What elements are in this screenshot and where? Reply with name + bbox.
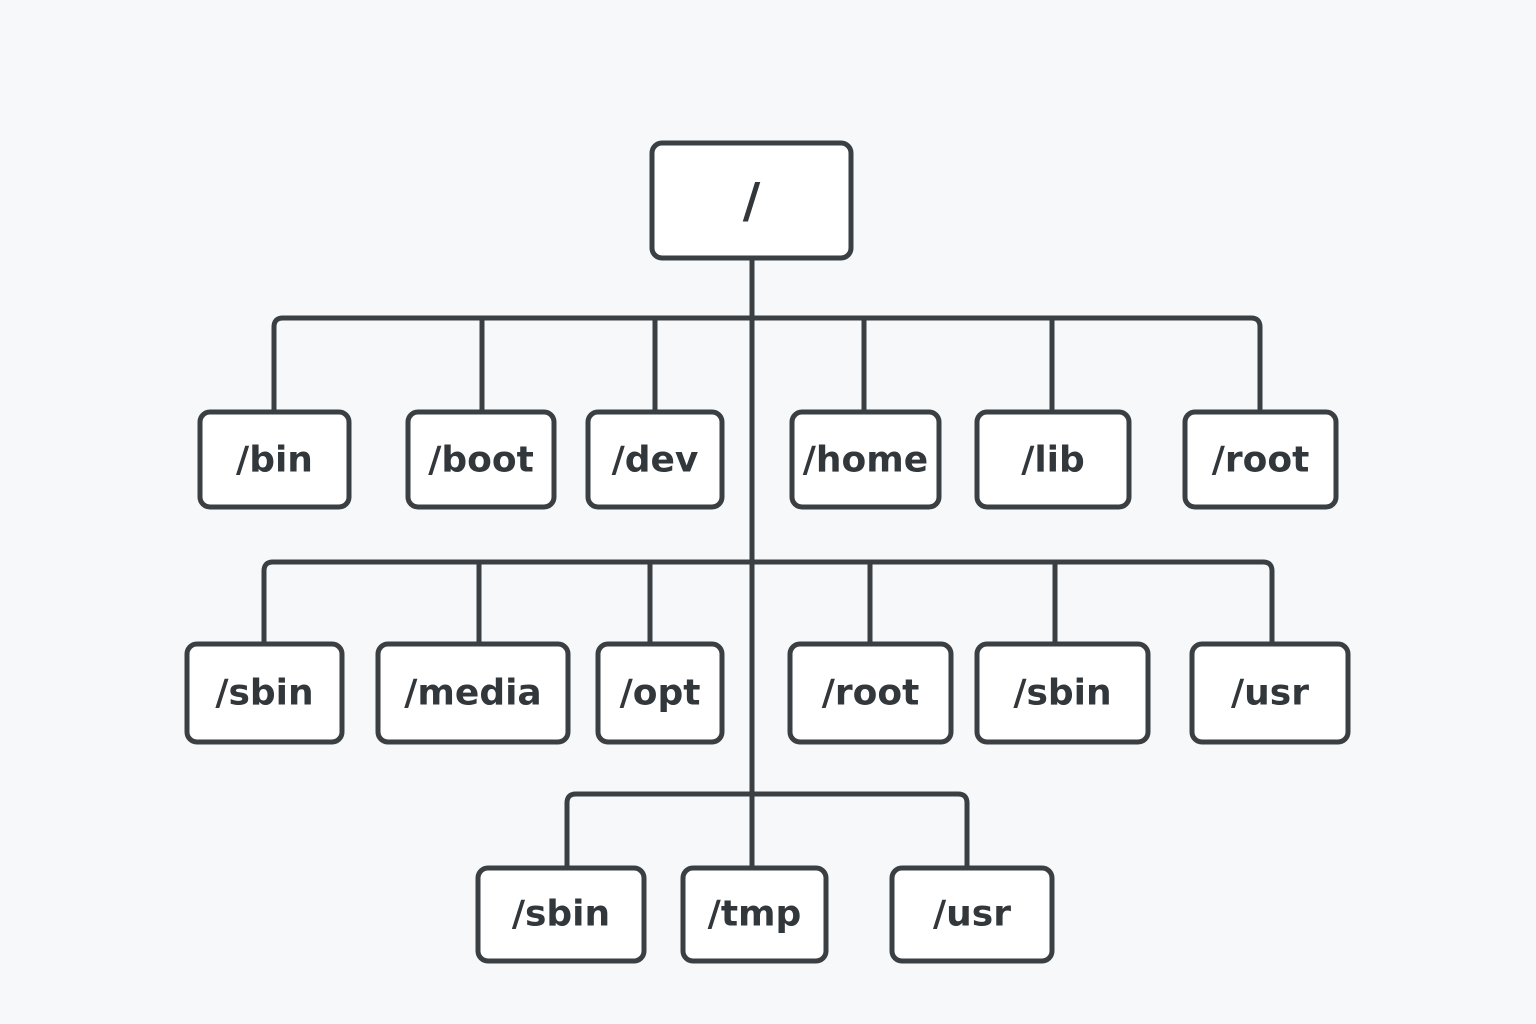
- directory-node-sbin: /sbin: [475, 865, 647, 964]
- row-3-branch: [564, 791, 970, 871]
- node-label: /bin: [236, 440, 313, 481]
- directory-node-opt: /opt: [595, 641, 725, 745]
- directory-node-usr: /usr: [889, 865, 1055, 964]
- directory-node-lib: /lib: [974, 409, 1132, 510]
- node-label: /sbin: [1013, 673, 1111, 714]
- node-label: /dev: [612, 440, 699, 481]
- tree-nodes: / /bin /boot /dev /home /lib /root: [184, 140, 1351, 964]
- node-label: /boot: [428, 440, 534, 481]
- directory-node-usr: /usr: [1189, 641, 1351, 745]
- node-label: /opt: [620, 673, 701, 714]
- directory-node-root: /root: [787, 641, 954, 745]
- directory-node-sbin: /sbin: [184, 641, 345, 745]
- node-label: /root: [822, 673, 920, 714]
- directory-node-home: /home: [789, 409, 942, 510]
- node-label: /media: [404, 673, 541, 714]
- row-2-branch: [261, 559, 1275, 647]
- node-label: /lib: [1021, 440, 1085, 481]
- directory-node-tmp: /tmp: [680, 865, 829, 964]
- node-label: /usr: [933, 894, 1011, 935]
- row-1-branch: [271, 315, 1263, 415]
- directory-node-boot: /boot: [405, 409, 557, 510]
- directory-node-bin: /bin: [197, 409, 352, 510]
- node-label: /tmp: [708, 894, 802, 935]
- node-label: /root: [1212, 440, 1310, 481]
- tree-connectors: [261, 255, 1275, 871]
- root-directory-node: /: [649, 140, 854, 261]
- directory-node-root: /root: [1182, 409, 1339, 510]
- node-label: /sbin: [215, 673, 313, 714]
- node-label: /home: [803, 440, 928, 481]
- node-label: /sbin: [512, 894, 610, 935]
- node-label: /usr: [1231, 673, 1309, 714]
- node-label: /: [743, 173, 761, 229]
- directory-node-sbin: /sbin: [974, 641, 1151, 745]
- directory-node-media: /media: [375, 641, 571, 745]
- directory-node-dev: /dev: [585, 409, 725, 510]
